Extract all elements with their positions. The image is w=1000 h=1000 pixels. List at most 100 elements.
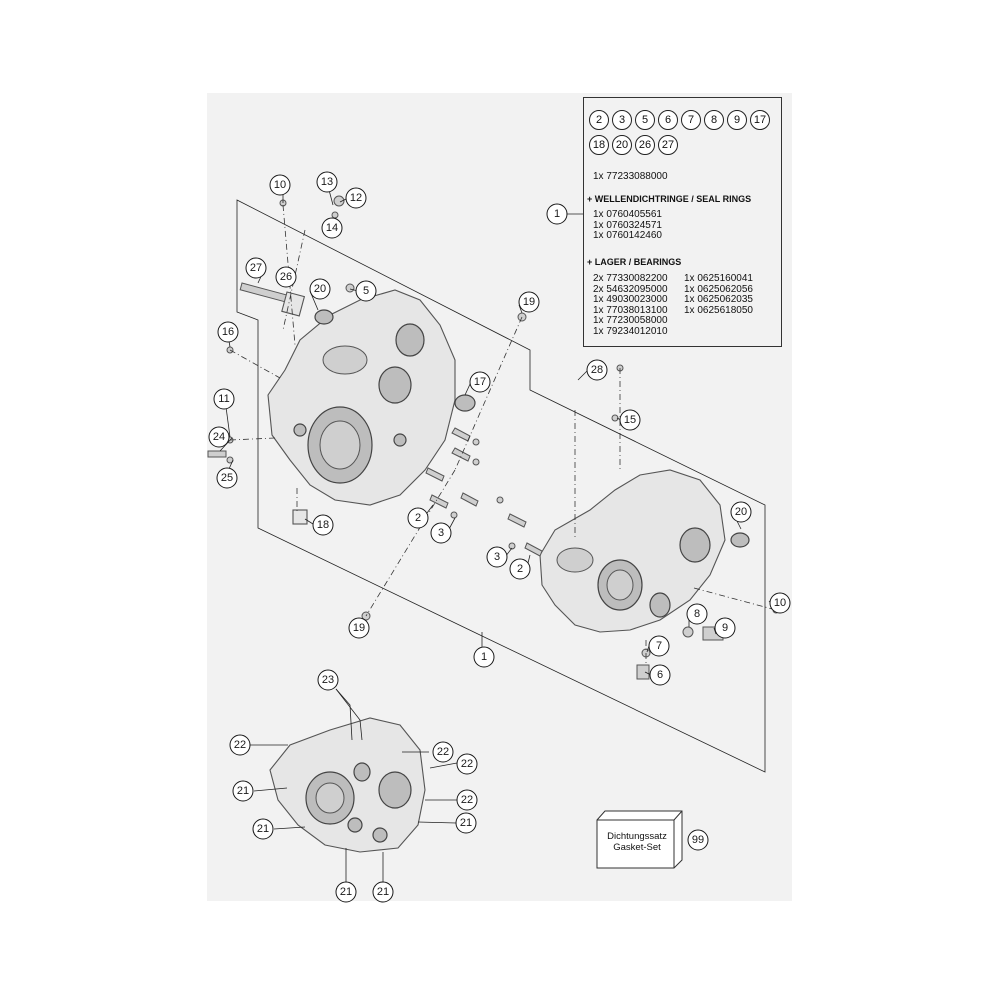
callout-22-right-2[interactable]: 22 [456,753,478,775]
svg-text:21: 21 [237,785,249,797]
bearing-item: 1x 79234012010 [593,325,668,337]
svg-text:19: 19 [523,296,535,308]
bearing-item: 1x 49030023000 [593,294,668,305]
bearing-item: 2x 77330082200 [593,273,668,284]
callout-1-legend[interactable]: 1 [546,203,568,225]
bearings-list-col1: 2x 77330082200 2x 54632095000 1x 4903002… [593,273,668,337]
callout-14[interactable]: 14 [321,217,343,239]
assembly-outline [236,199,766,773]
legend-chip: 9 [727,110,747,130]
bearing-item: 1x 0625160041 [684,273,753,284]
callout-18[interactable]: 18 [312,514,334,536]
svg-text:14: 14 [326,222,338,234]
legend-chip: 7 [681,110,701,130]
callout-11[interactable]: 11 [213,388,235,410]
callout-6[interactable]: 6 [649,664,671,686]
callout-22-left[interactable]: 22 [229,734,251,756]
callout-5[interactable]: 5 [355,280,377,302]
bearing-item: 1x 0625618050 [684,304,753,316]
gasket-set-box [596,810,683,869]
left-crankcase-half [267,289,456,506]
right-crankcase-half [539,469,726,633]
callout-21-left-2[interactable]: 21 [252,818,274,840]
callout-17[interactable]: 17 [469,371,491,393]
callout-10-right[interactable]: 10 [769,592,791,614]
svg-text:25: 25 [221,472,233,484]
svg-text:20: 20 [314,283,326,295]
callout-13[interactable]: 13 [316,171,338,193]
callout-19-bottom[interactable]: 19 [348,617,370,639]
callout-16[interactable]: 16 [217,321,239,343]
svg-text:28: 28 [591,364,603,376]
svg-text:15: 15 [624,414,636,426]
bearing-item: 1x 77230058000 [593,315,668,326]
callout-27[interactable]: 27 [245,257,267,279]
svg-text:5: 5 [363,285,369,297]
callout-3-left[interactable]: 3 [430,522,452,544]
svg-text:22: 22 [437,746,449,758]
gasket-set-label: Dichtungssatz Gasket-Set [600,831,674,853]
callout-3-right[interactable]: 3 [486,546,508,568]
legend-chip: 2 [589,110,609,130]
callout-21-bottom-2[interactable]: 21 [372,881,394,903]
callout-9[interactable]: 9 [714,617,736,639]
seal-ring-item: 1x 0760142460 [593,230,662,241]
kit-part-number: 1x 77233088000 [593,171,668,182]
callout-25[interactable]: 25 [216,467,238,489]
svg-text:10: 10 [274,179,286,191]
callout-8[interactable]: 8 [686,603,708,625]
svg-text:8: 8 [694,608,700,620]
callout-21-left-1[interactable]: 21 [232,780,254,802]
svg-text:21: 21 [377,886,389,898]
callout-19-top[interactable]: 19 [518,291,540,313]
callout-10-top[interactable]: 10 [269,174,291,196]
callout-21-bottom-1[interactable]: 21 [335,881,357,903]
callout-12[interactable]: 12 [345,187,367,209]
callout-7[interactable]: 7 [648,635,670,657]
svg-text:21: 21 [257,823,269,835]
svg-text:1: 1 [481,651,487,663]
callout-2-left[interactable]: 2 [407,507,429,529]
small-parts [207,195,780,680]
bearing-item: 2x 54632095000 [593,283,668,295]
crankcase-detail-view [269,717,426,853]
bearing-item: 1x 77038013100 [593,304,668,316]
callout-2-right[interactable]: 2 [509,558,531,580]
callout-20-right[interactable]: 20 [730,501,752,523]
svg-text:10: 10 [774,597,786,609]
svg-text:24: 24 [213,431,225,443]
svg-text:3: 3 [494,551,500,563]
svg-text:20: 20 [735,506,747,518]
legend-chip: 5 [635,110,655,130]
svg-text:21: 21 [460,817,472,829]
svg-text:18: 18 [317,519,329,531]
callout-22-right-1[interactable]: 22 [432,741,454,763]
bearing-item: 1x 0625062035 [684,294,753,305]
svg-text:11: 11 [218,393,229,405]
callout-1-main[interactable]: 1 [473,646,495,668]
callout-99[interactable]: 99 [687,829,709,851]
callout-20-left[interactable]: 20 [309,278,331,300]
svg-text:9: 9 [722,622,728,634]
svg-text:12: 12 [350,192,362,204]
bearings-header: + LAGER / BEARINGS [587,257,682,267]
bearings-list-col2: 1x 0625160041 1x 0625062056 1x 062506203… [684,273,753,316]
svg-text:22: 22 [234,739,246,751]
callout-24[interactable]: 24 [208,426,230,448]
svg-text:2: 2 [415,512,421,524]
callout-21-right[interactable]: 21 [455,812,477,834]
svg-text:1: 1 [554,208,560,220]
gasket-label-de: Dichtungssatz [607,831,667,842]
legend-chip: 27 [658,135,678,155]
svg-text:2: 2 [517,563,523,575]
callout-23[interactable]: 23 [317,669,339,691]
legend-chip: 3 [612,110,632,130]
svg-text:13: 13 [321,176,333,188]
callout-28[interactable]: 28 [586,359,608,381]
callout-26[interactable]: 26 [275,266,297,288]
callout-15[interactable]: 15 [619,409,641,431]
callout-22-right-3[interactable]: 22 [456,789,478,811]
svg-text:22: 22 [461,758,473,770]
